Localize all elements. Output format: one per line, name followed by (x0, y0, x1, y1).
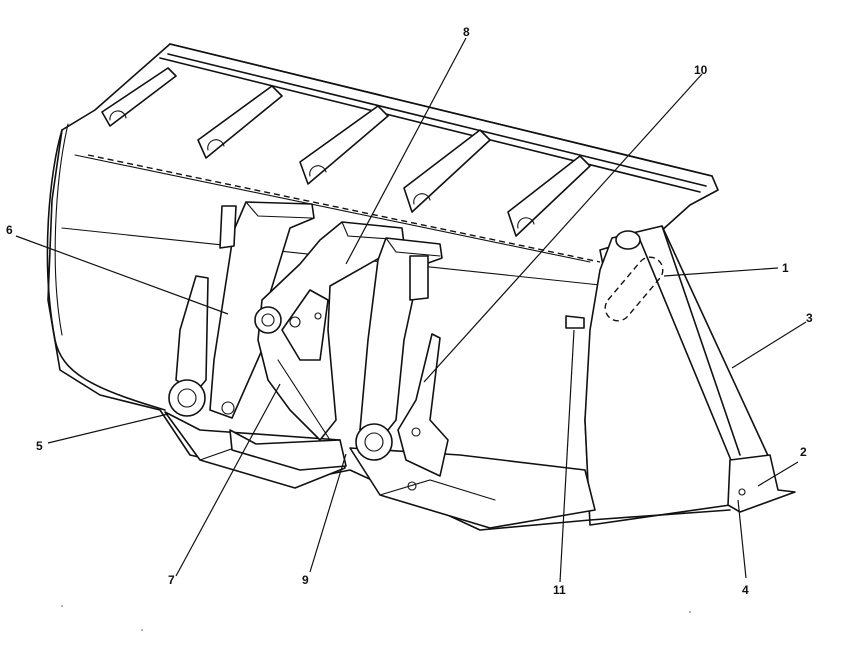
leader-10 (423, 73, 703, 383)
leader-11 (559, 329, 575, 583)
callout-3: 3 (806, 311, 813, 325)
top-hooks (101, 67, 591, 237)
callout-11: 11 (553, 583, 566, 597)
leader-lines (15, 37, 807, 583)
callout-9: 9 (302, 573, 309, 587)
leader-4 (737, 499, 747, 579)
callout-labels: 1 2 3 4 5 6 7 8 9 10 11 (6, 25, 813, 597)
callout-4: 4 (742, 583, 749, 597)
leader-6 (15, 235, 229, 315)
callout-5: 5 (36, 439, 43, 453)
callout-1: 1 (782, 261, 789, 275)
leader-5 (47, 413, 169, 444)
callout-6: 6 (6, 223, 13, 237)
leader-7 (175, 383, 281, 577)
hook-3 (299, 105, 389, 185)
callout-7: 7 (168, 573, 175, 587)
callout-10: 10 (694, 63, 708, 77)
callout-8: 8 (463, 25, 470, 39)
hook-4 (403, 129, 491, 213)
leader-2 (757, 461, 799, 487)
leader-8 (345, 37, 467, 265)
right-bracket-group (355, 237, 585, 491)
leader-9 (309, 453, 347, 573)
specks (61, 605, 691, 631)
hook-2 (197, 85, 283, 159)
hook-1 (101, 67, 177, 127)
side-plate (584, 225, 796, 526)
leader-3 (731, 321, 807, 369)
hook-5 (507, 155, 591, 237)
callout-2: 2 (800, 445, 807, 459)
leader-1 (663, 267, 779, 277)
